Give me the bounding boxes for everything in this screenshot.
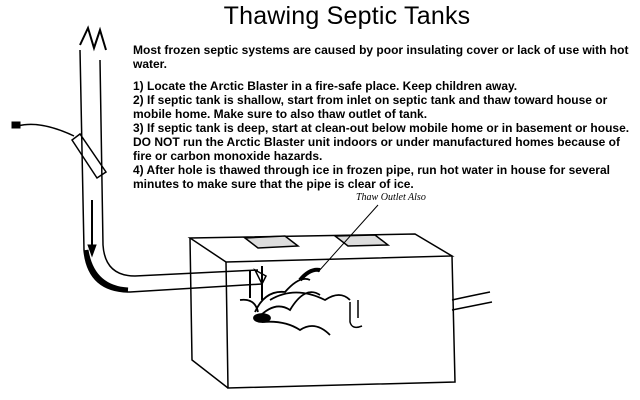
step-3-cont: DO NOT run the Arctic Blaster unit indoo… bbox=[133, 135, 620, 149]
callout-leader-line bbox=[317, 204, 379, 273]
step-4: 4) After hole is thawed through ice in f… bbox=[133, 163, 610, 177]
drain-pipe bbox=[79, 25, 267, 300]
instructions: Most frozen septic systems are caused by… bbox=[133, 43, 629, 191]
steam-flames bbox=[239, 277, 351, 336]
thaw-tool-arrow bbox=[11, 121, 108, 258]
step-2-cont: mobile home. Make sure to also thaw outl… bbox=[133, 107, 428, 121]
step-2: 2) If septic tank is shallow, start from… bbox=[133, 93, 608, 107]
step-4-cont: minutes to make sure that the pipe is cl… bbox=[133, 177, 414, 191]
step-1: 1) Locate the Arctic Blaster in a fire-s… bbox=[133, 79, 518, 93]
intro-line: water. bbox=[133, 57, 168, 71]
step-3: 3) If septic tank is deep, start at clea… bbox=[133, 121, 630, 135]
septic-tank bbox=[187, 233, 493, 389]
page-title: Thawing Septic Tanks bbox=[223, 2, 471, 30]
intro-line: Most frozen septic systems are caused by… bbox=[133, 43, 629, 57]
step-3-cont: fire or carbon monoxide hazards. bbox=[133, 149, 323, 163]
thaw-outlet-callout: Thaw Outlet Also bbox=[356, 192, 426, 203]
